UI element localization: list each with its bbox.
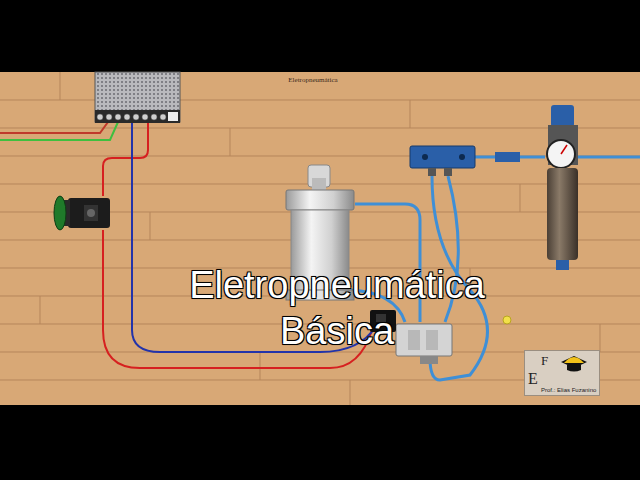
logo-letter: E [528, 371, 538, 387]
indicator-dot [503, 316, 511, 324]
manifold [410, 146, 520, 176]
author-credit: Prof.: Elias Fuzanino [541, 387, 596, 393]
push-button [54, 196, 110, 230]
watermark-label: Eletropneumática [263, 76, 363, 84]
graduation-cap-icon [559, 353, 589, 373]
air-service-unit [547, 105, 578, 270]
logo-letter: F [541, 354, 548, 367]
title: Eletropneumática Básica [147, 262, 527, 354]
power-supply [95, 72, 180, 123]
wood-background [0, 72, 640, 405]
logo-box: EF Prof.: Elias Fuzanino [524, 350, 600, 396]
